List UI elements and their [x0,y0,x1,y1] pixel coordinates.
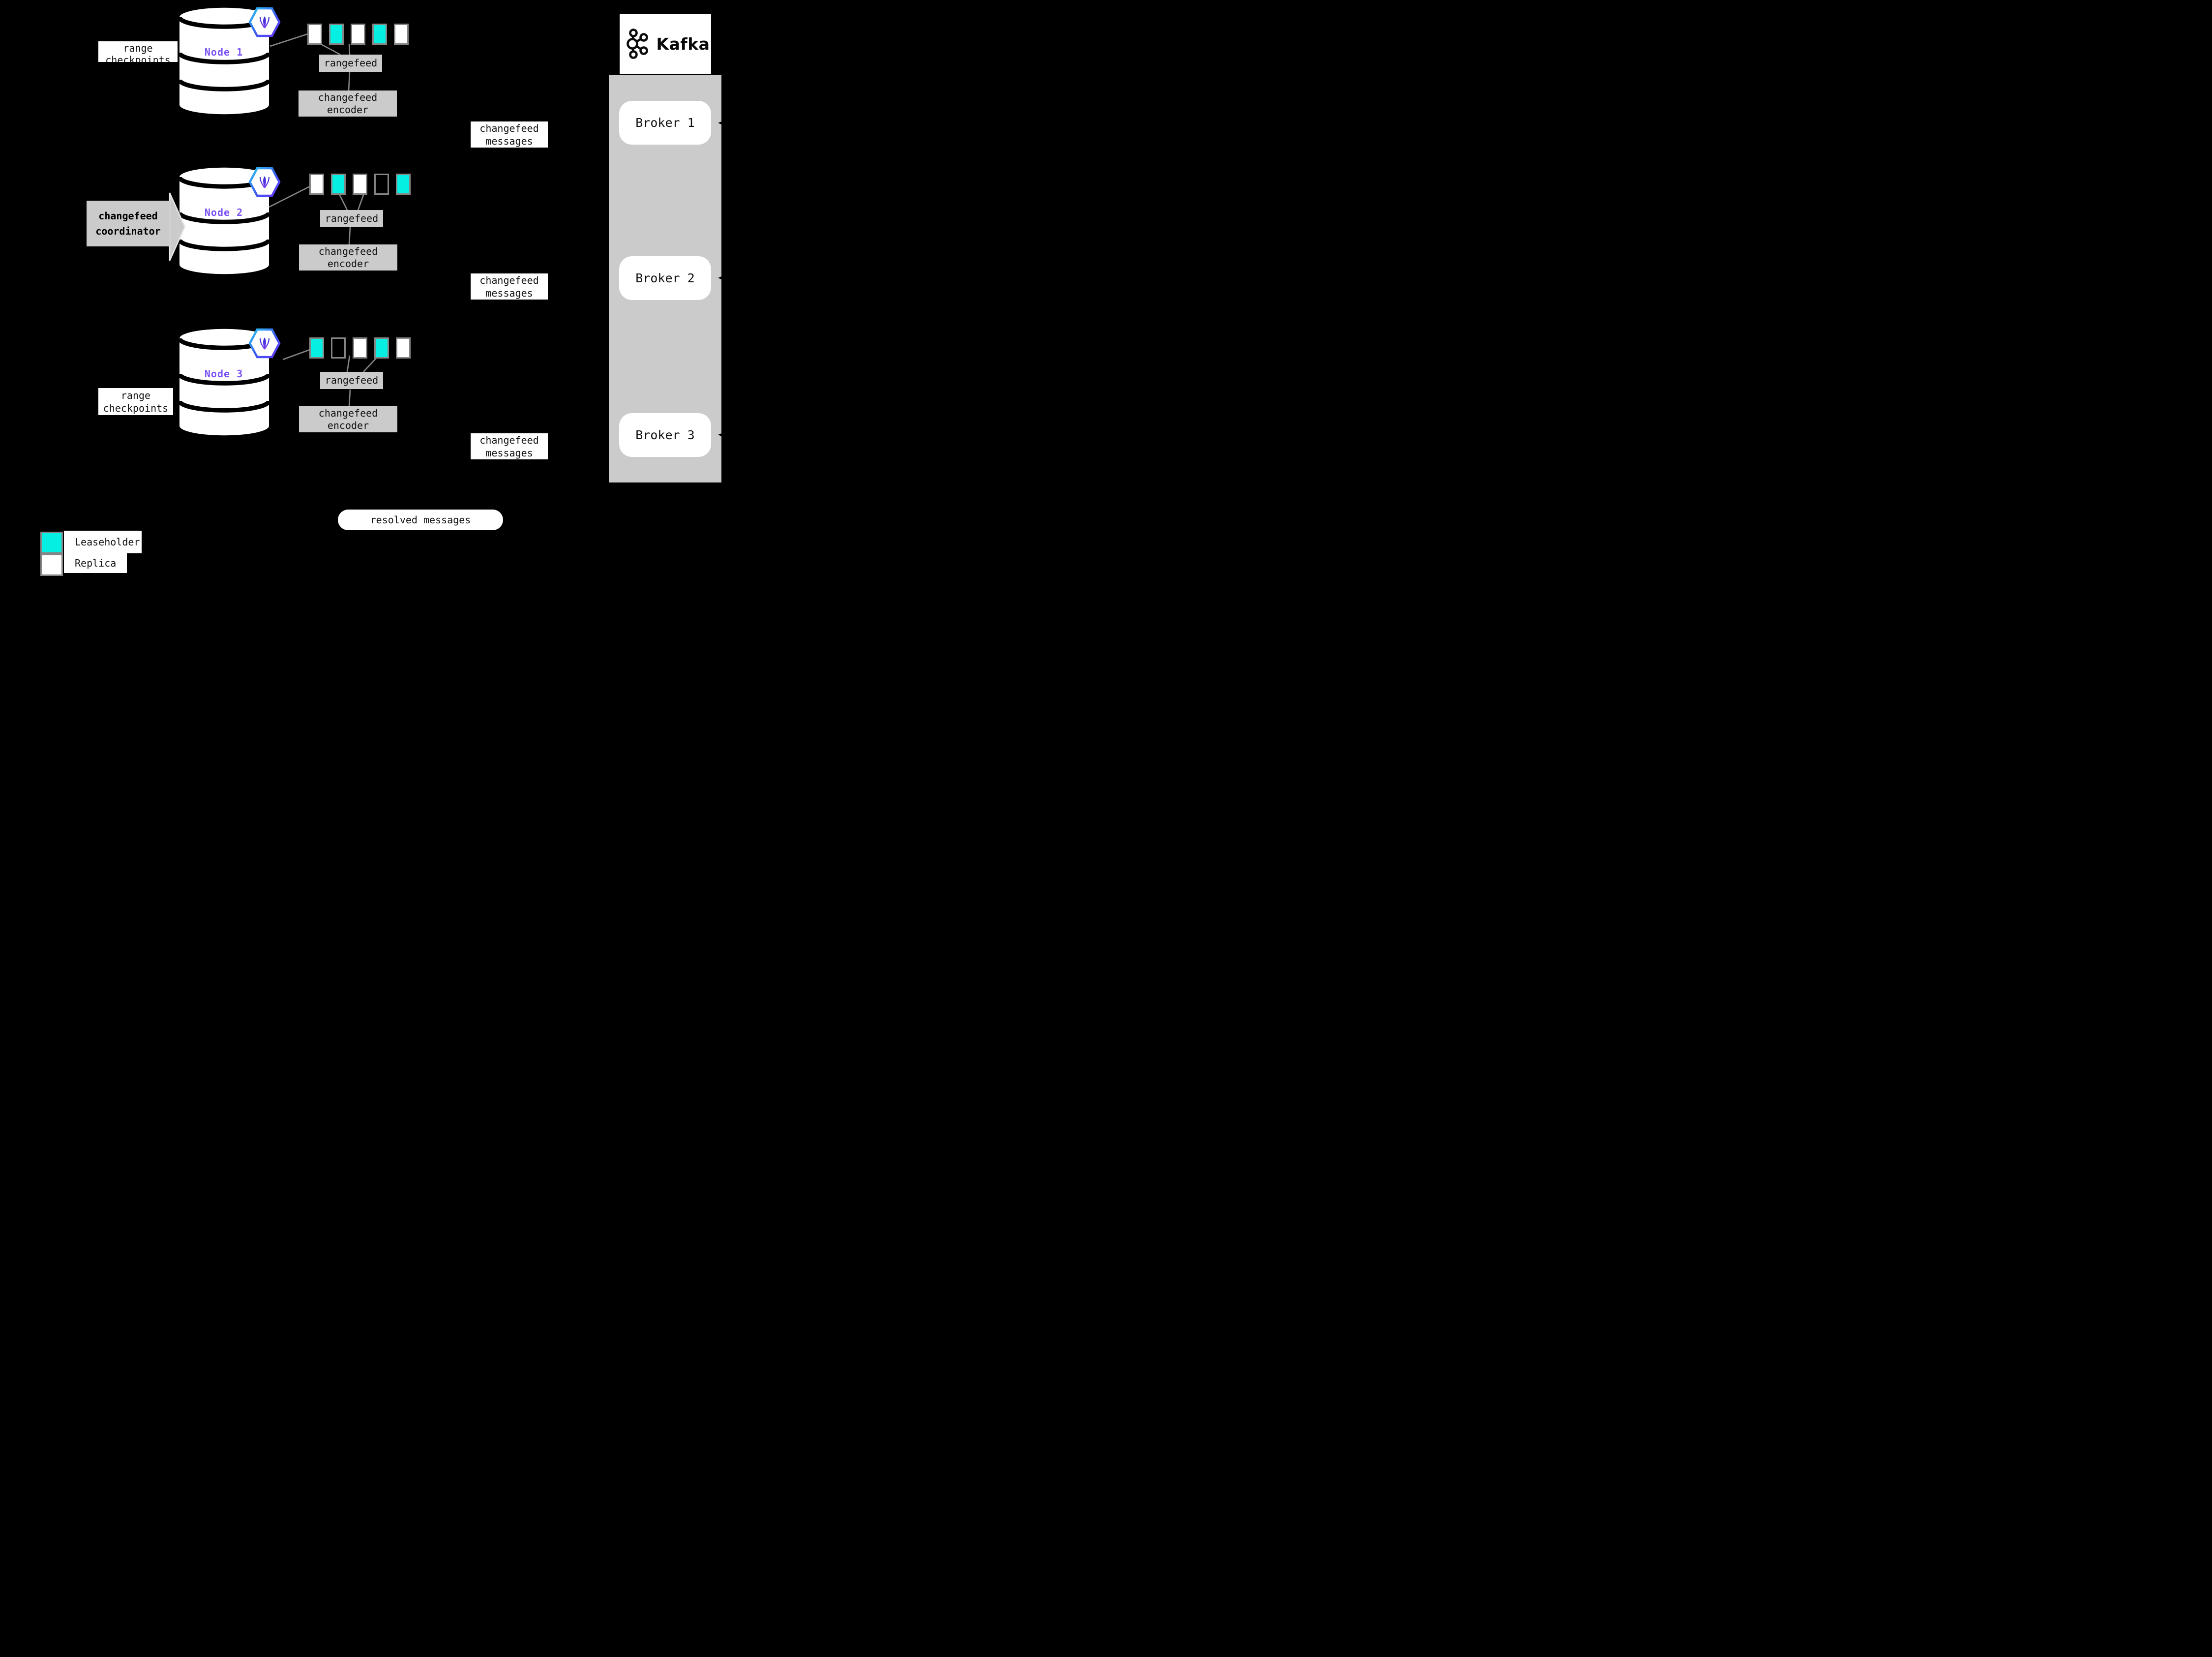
node-1-label: Node 1 [204,46,243,58]
broker-1-label: Broker 1 [635,116,695,130]
changefeed-coordinator-callout: changefeed coordinator [87,201,170,246]
broker-arrowheads [718,121,724,437]
node-1-ranges [307,24,409,45]
range-square [372,24,387,45]
legend-leaseholder-swatch [40,532,63,554]
range-square [353,174,367,195]
changefeed-messages-label-2: changefeed messages [471,273,548,300]
range-square [374,337,389,359]
range-checkpoints-label-node1: range checkpoints [98,41,178,62]
range-square [307,24,322,45]
range-square [331,174,346,195]
broker-3-label: Broker 3 [635,428,695,442]
range-checkpoints-label-node3: range checkpoints [98,388,173,415]
legend-replica-label: Replica [64,553,127,573]
range-square [329,24,344,45]
legend-replica-swatch [40,554,63,576]
range-square [353,337,367,359]
changefeed-encoder-box-node2: changefeed encoder [299,244,397,271]
changefeed-messages-label-3: changefeed messages [471,433,548,459]
kafka-logo-box: Kafka [620,14,711,74]
range-square [309,337,324,359]
resolved-messages-pill: resolved messages [338,510,503,530]
kafka-broker-2: Broker 2 [619,256,711,300]
range-square [396,337,411,359]
connector-lines [269,33,379,407]
legend-leaseholder-label: Leaseholder [64,531,142,553]
kafka-broker-3: Broker 3 [619,413,711,457]
range-square [309,174,324,195]
changefeed-messages-label-1: changefeed messages [471,121,548,148]
kafka-broker-panel: Broker 1 Broker 2 Broker 3 [609,75,721,482]
diagram-artwork [169,0,724,577]
rangefeed-box-node2: rangefeed [320,210,383,227]
kafka-logo-icon [626,29,648,59]
rangefeed-box-node3: rangefeed [320,372,383,389]
changefeed-encoder-box-node1: changefeed encoder [299,90,397,117]
node-2-label: Node 2 [204,207,243,218]
node-3-label: Node 3 [204,368,243,380]
rangefeed-box-node1: rangefeed [319,55,382,72]
changefeed-architecture-diagram: Broker 1 Broker 2 Broker 3 Kafka [0,0,771,577]
range-square [396,174,411,195]
range-square [374,174,389,195]
node-2-ranges [309,174,411,195]
range-square [351,24,365,45]
coordinator-pointer [169,192,186,261]
broker-2-label: Broker 2 [635,271,695,285]
range-square [394,24,409,45]
node-3-ranges [309,337,411,359]
kafka-title: Kafka [656,34,710,54]
range-square [331,337,346,359]
kafka-broker-1: Broker 1 [619,101,711,145]
changefeed-encoder-box-node3: changefeed encoder [299,406,397,432]
